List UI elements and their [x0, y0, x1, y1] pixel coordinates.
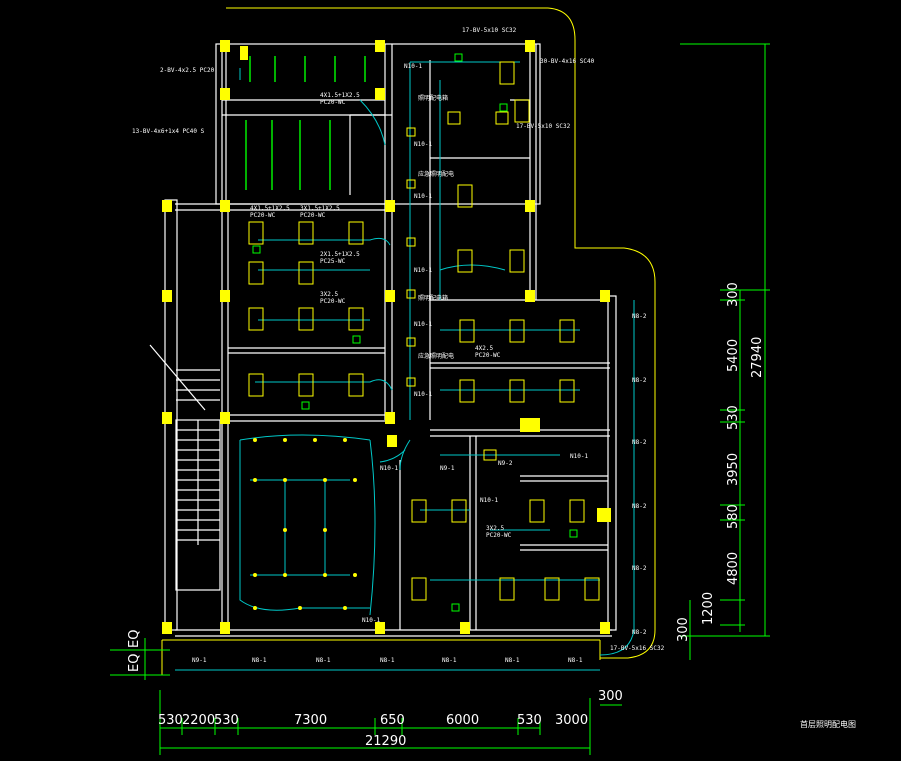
dimension-lines: [110, 43, 770, 755]
note-10: PC20-WC: [320, 99, 346, 106]
wiring: [175, 61, 635, 671]
dim-h-6: 6000: [446, 713, 479, 728]
drawing-caption: 首层照明配电图: [800, 719, 856, 729]
bottom-circuit-tags: N9-1 N8-1 N8-1 N8-1 N8-1 N8-1 N8-1: [192, 657, 583, 664]
right-circuit-tags: N8-2 N8-2 N8-2 N8-2 N8-2 N8-2: [632, 313, 647, 636]
dim-v-2: 5400: [726, 339, 741, 372]
lobby-downlights[interactable]: [253, 438, 357, 610]
dim-v-3: 530: [726, 405, 741, 430]
emergency-exit-signs: [252, 53, 578, 612]
note-13: 照明配电箱: [418, 294, 448, 302]
tag-bottom-7: N8-1: [568, 657, 583, 664]
feeder-5: 17-BV-5x10 SC32: [462, 27, 517, 34]
dim-eq-2: EQ: [127, 630, 142, 648]
grille-light-fixtures: [248, 61, 600, 601]
vertical-dimensions: 300 5400 530 3950 580 4800 1200 300 2794…: [127, 282, 765, 672]
note-9: 4X1.5+1X2.5: [320, 92, 360, 99]
note-4: PC20-WC: [300, 212, 326, 219]
note-16: PC20-WC: [475, 352, 501, 359]
tag-inner-4: N10-1: [570, 453, 588, 460]
feeder-4: 17-BV-5x10 SC32: [516, 123, 571, 130]
tag-corr-6: N10-1: [414, 391, 432, 398]
note-6: PC25-WC: [320, 258, 346, 265]
dim-v-7: 1200: [701, 592, 716, 625]
tag-corr-8: N10-1: [362, 617, 380, 624]
office-tube-lights: [245, 56, 366, 190]
dim-h-5: 650: [380, 713, 405, 728]
tag-bottom-2: N8-1: [252, 657, 267, 664]
feeder-3: 30-BV-4x16 SC40: [540, 58, 595, 65]
dim-v-5: 580: [726, 504, 741, 529]
dim-h-4: 7300: [294, 713, 327, 728]
dim-h-total: 21290: [365, 734, 406, 749]
tag-corr-3: N10-1: [414, 193, 432, 200]
note-11: 照明配电箱: [418, 94, 448, 102]
note-1: 4X1.5+1X2.5: [250, 205, 290, 212]
tag-corr-5: N10-1: [414, 321, 432, 328]
note-18: PC20-WC: [486, 532, 512, 539]
dim-h-3: 530: [214, 713, 239, 728]
dim-eq-1: EQ: [127, 654, 142, 672]
note-7: 3X2.5: [320, 291, 338, 298]
tag-inner-1: N9-1: [440, 465, 455, 472]
tag-corr-1: N10-1: [404, 63, 422, 70]
tag-inner-3: N9-2: [498, 460, 513, 467]
structural-columns: [162, 40, 611, 634]
tag-bottom-5: N8-1: [442, 657, 457, 664]
dim-v-6: 4800: [726, 552, 741, 585]
feeder-notes: 2-BV-4x2.5 PC20 13-BV-4x6+1x4 PC40 S 30-…: [132, 27, 665, 652]
tag-bottom-1: N9-1: [192, 657, 207, 664]
dim-v-total: 27940: [750, 337, 765, 378]
dim-v-1: 300: [726, 282, 741, 307]
note-2: PC20-WC: [250, 212, 276, 219]
dim-v-8: 300: [676, 617, 691, 642]
tag-right-5: N8-2: [632, 565, 647, 572]
tag-right-2: N8-2: [632, 377, 647, 384]
dim-h-extra: 300: [598, 689, 623, 704]
note-8: PC20-WC: [320, 298, 346, 305]
tag-right-6: N8-2: [632, 629, 647, 636]
feeder-2: 13-BV-4x6+1x4 PC40 S: [132, 128, 205, 135]
tag-inner-2: N10-1: [480, 497, 498, 504]
tag-right-1: N8-2: [632, 313, 647, 320]
dim-h-7: 530: [517, 713, 542, 728]
dim-h-1: 530: [158, 713, 183, 728]
walls: [164, 43, 617, 637]
tag-corr-4: N10-1: [414, 267, 432, 274]
feeder-1: 2-BV-4x2.5 PC20: [160, 67, 215, 74]
tag-right-3: N8-2: [632, 439, 647, 446]
dim-h-2: 2200: [182, 713, 215, 728]
tag-bottom-6: N8-1: [505, 657, 520, 664]
note-14: 应急照明配电: [418, 352, 454, 360]
corridor-circuit-tags: N10-1 N10-1 N10-1 N10-1 N10-1 N10-1 N10-…: [362, 63, 432, 624]
building-outline: [161, 7, 656, 675]
note-12: 应急照明配电: [418, 170, 454, 178]
note-15: 4X2.5: [475, 345, 493, 352]
note-17: 3X2.5: [486, 525, 504, 532]
horizontal-dimensions: 530 2200 530 7300 650 6000 530 3000 300 …: [158, 689, 623, 749]
note-3: 3X1.5+1X2.5: [300, 205, 340, 212]
dim-h-8: 3000: [555, 713, 588, 728]
feeder-6: 17-BV-5x16 SC32: [610, 645, 665, 652]
note-5: 2X1.5+1X2.5: [320, 251, 360, 258]
tag-corr-2: N10-1: [414, 141, 432, 148]
dim-v-4: 3950: [726, 453, 741, 486]
inner-circuit-tags: N9-1 N10-1 N9-2 N10-1: [440, 453, 588, 504]
tag-bottom-3: N8-1: [316, 657, 331, 664]
staircase: [149, 344, 221, 591]
tag-right-4: N8-2: [632, 503, 647, 510]
room-cable-notes: 4X1.5+1X2.5 PC20-WC 3X1.5+1X2.5 PC20-WC …: [250, 92, 512, 539]
tag-bottom-4: N8-1: [380, 657, 395, 664]
tag-corr-7: N10-1: [380, 465, 398, 472]
